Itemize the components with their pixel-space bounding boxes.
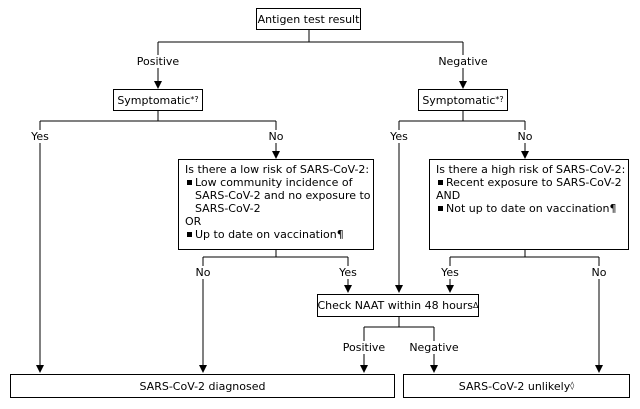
low-risk-box: Is there a low risk of SARS-CoV-2: Low c… — [178, 159, 374, 250]
negative-branch-label: Negative — [438, 55, 488, 68]
low-risk-item-community: Low community incidence of SARS-CoV-2 an… — [185, 176, 371, 215]
high-risk-item-vaccination: Not up to date on vaccination¶ — [436, 202, 622, 215]
high-risk-item-exposure: Recent exposure to SARS-CoV-2 — [436, 176, 622, 189]
negative-yes-label: Yes — [390, 130, 408, 143]
high-risk-title: Is there a high risk of SARS-CoV-2: — [436, 163, 626, 176]
diagnosed-outcome-box: SARS-CoV-2 diagnosed — [10, 374, 395, 398]
low-risk-item2-text: Up to date on vaccination — [195, 228, 337, 241]
naat-positive-label: Positive — [342, 341, 386, 354]
positive-yes-label: Yes — [31, 130, 49, 143]
symptomatic-positive-box: Symptomatic*? — [113, 89, 203, 111]
low-risk-item1-line2: SARS-CoV-2 and no exposure to — [195, 189, 371, 202]
low-risk-no-label: No — [195, 266, 211, 279]
low-risk-item-vaccination: Up to date on vaccination¶ — [185, 228, 367, 241]
low-risk-title: Is there a low risk of SARS-CoV-2: — [185, 163, 370, 176]
high-risk-box: Is there a high risk of SARS-CoV-2: Rece… — [429, 159, 629, 250]
negative-no-label: No — [517, 130, 533, 143]
diagnosed-outcome-text: SARS-CoV-2 diagnosed — [139, 379, 266, 393]
naat-negative-label: Negative — [409, 341, 459, 354]
low-risk-yes-label: Yes — [339, 266, 357, 279]
high-risk-no-label: No — [591, 266, 607, 279]
low-risk-or-connector: OR — [185, 215, 202, 228]
positive-no-label: No — [268, 130, 284, 143]
high-risk-item2-text: Not up to date on vaccination — [446, 202, 610, 215]
low-risk-item1-line3: SARS-CoV-2 — [195, 202, 261, 215]
antigen-test-result-box: Antigen test result — [256, 8, 361, 30]
unlikely-outcome-box: SARS-CoV-2 unlikely◊ — [403, 374, 630, 398]
positive-branch-label: Positive — [136, 55, 180, 68]
low-risk-item1-line1: Low community incidence of — [195, 176, 353, 189]
symptomatic-negative-box: Symptomatic*? — [418, 89, 508, 111]
unlikely-outcome-text: SARS-CoV-2 unlikely — [458, 379, 571, 393]
symptomatic-negative-text: Symptomatic — [422, 93, 496, 107]
naat-check-text: Check NAAT within 48 hours — [317, 299, 474, 312]
high-risk-item2-mark: ¶ — [609, 202, 617, 215]
symptomatic-positive-text: Symptomatic — [117, 93, 191, 107]
high-risk-and-connector: AND — [436, 189, 461, 202]
low-risk-item2-mark: ¶ — [336, 228, 344, 241]
high-risk-yes-label: Yes — [441, 266, 459, 279]
antigen-test-result-label: Antigen test result — [257, 12, 360, 26]
